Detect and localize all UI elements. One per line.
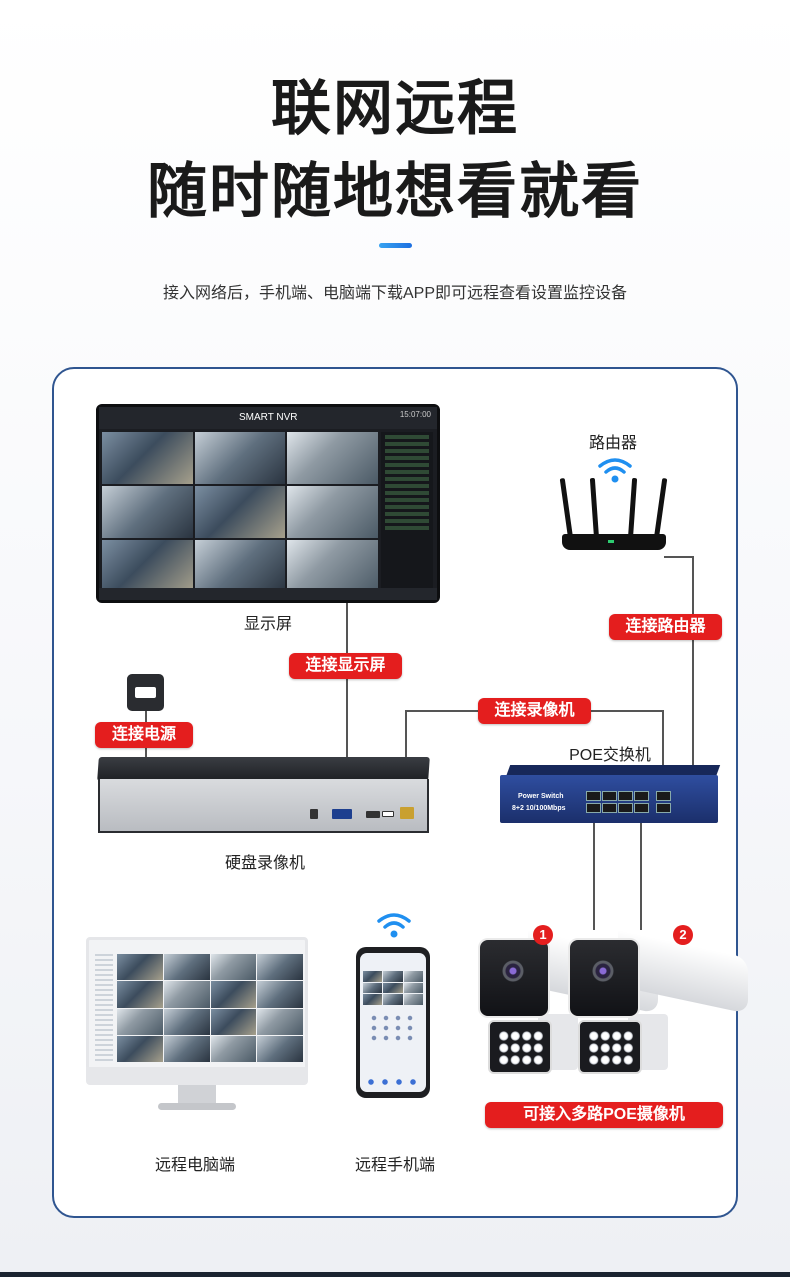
wire-router-h [664, 556, 694, 558]
monitor-toolbar [99, 407, 437, 429]
router-antenna [653, 477, 668, 541]
switch-port [586, 791, 601, 801]
video-tile [287, 540, 378, 592]
video-tile [287, 432, 378, 484]
accent-bar [379, 243, 412, 248]
wifi-icon [377, 913, 411, 938]
phone-nav [364, 1078, 422, 1086]
remote-pc [86, 937, 308, 1120]
wifi-icon [598, 458, 632, 483]
video-tile [102, 432, 193, 484]
power-outlet-icon [127, 674, 164, 711]
switch-speed: 8+2 10/100Mbps [512, 805, 566, 812]
subtitle: 接入网络后，手机端、电脑端下载APP即可远程查看设置监控设备 [162, 285, 628, 302]
camera-lens-icon [592, 960, 614, 982]
pc-screen [86, 937, 308, 1077]
switch-port [586, 803, 601, 813]
tag-connect-router: 连接路由器 [609, 614, 722, 640]
phone-label: 远程手机端 [354, 1157, 435, 1174]
video-tile [102, 486, 193, 538]
poe-switch: Power Switch 8+2 10/100Mbps [500, 765, 721, 823]
pc-device-list [95, 954, 113, 1062]
switch-port [634, 803, 649, 813]
video-tile [194, 432, 286, 484]
monitor-device-list [381, 432, 433, 592]
pc-foot [158, 1103, 236, 1110]
switch-port [618, 803, 633, 813]
poe-camera-2 [568, 930, 748, 1078]
remote-phone [356, 947, 430, 1098]
headline-line-2: 随时随地想看就看 [147, 157, 643, 227]
nvr-back-panel [98, 779, 429, 833]
router-antenna [627, 477, 638, 541]
switch-label: POE交换机 [569, 747, 651, 764]
router [559, 477, 668, 572]
wire-switch-cam2 [640, 820, 642, 930]
wire-nvr-switch-v2 [662, 710, 664, 790]
nvr-vga-port [332, 809, 352, 819]
switch-port [634, 791, 649, 801]
camera-face [568, 938, 640, 1018]
pc-label: 远程电脑端 [154, 1157, 235, 1174]
tag-connect-monitor: 连接显示屏 [289, 653, 402, 679]
nvr-usb-port [382, 811, 394, 817]
headline-line-1: 联网远程 [271, 74, 519, 144]
tag-connect-power: 连接电源 [95, 722, 193, 748]
nvr-lid [97, 757, 430, 781]
video-tile [194, 486, 286, 538]
nvr-power-port [310, 809, 318, 819]
wire-monitor-nvr [346, 600, 348, 820]
nvr-hdmi-port [366, 811, 380, 818]
tag-connect-nvr: 连接录像机 [478, 698, 591, 724]
camera-fill-light [488, 1020, 552, 1074]
switch-port [602, 791, 617, 801]
pc-stand [178, 1085, 216, 1105]
router-body [562, 534, 666, 550]
wire-router-v [692, 556, 694, 806]
phone-screen [360, 953, 426, 1092]
monitor-video-grid [102, 432, 378, 592]
pc-chin [86, 1067, 308, 1085]
phone-controls [368, 1013, 418, 1043]
switch-port [618, 791, 633, 801]
router-antenna [559, 477, 574, 541]
monitor-label: 显示屏 [243, 616, 292, 633]
camera-face [478, 938, 550, 1018]
tag-multi-poe: 可接入多路POE摄像机 [485, 1102, 723, 1128]
switch-uplink-port [656, 791, 671, 801]
wire-switch-cam1 [593, 820, 595, 930]
video-tile [194, 540, 286, 592]
poe-camera-1 [478, 930, 658, 1078]
switch-port [602, 803, 617, 813]
monitor-time: 15:07:00 [399, 410, 431, 419]
phone-video-grid [363, 971, 423, 1005]
router-antenna [589, 477, 600, 541]
nvr-monitor-screen: SMART NVR 15:07:00 [96, 404, 440, 603]
video-tile [287, 486, 378, 538]
monitor-statusbar [99, 588, 437, 600]
switch-brand: Power Switch [518, 793, 564, 800]
pc-video-grid [117, 954, 303, 1062]
router-led [608, 540, 614, 543]
monitor-title: SMART NVR [239, 412, 298, 423]
camera-badge-2: 2 [673, 925, 693, 945]
nvr-recorder [97, 757, 430, 833]
camera-fill-light [578, 1020, 642, 1074]
nvr-lan-port [400, 807, 414, 819]
nvr-label: 硬盘录像机 [224, 855, 305, 872]
camera-lens-icon [502, 960, 524, 982]
switch-uplink-port [656, 803, 671, 813]
router-label: 路由器 [588, 435, 637, 452]
video-tile [102, 540, 193, 592]
bottom-rule [0, 1272, 790, 1277]
camera-badge-1: 1 [533, 925, 553, 945]
